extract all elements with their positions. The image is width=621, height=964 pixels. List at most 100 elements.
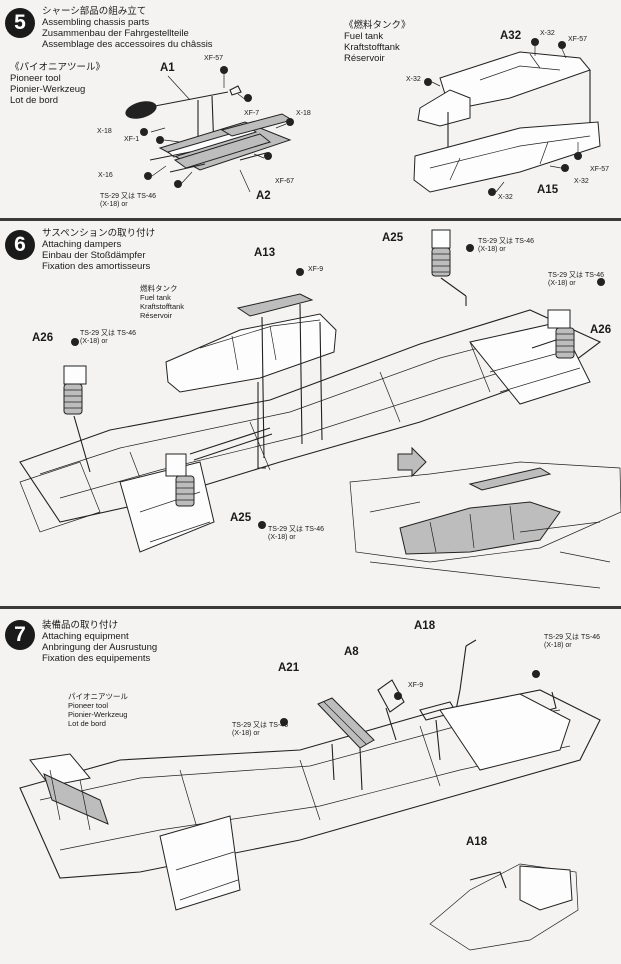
caption-ja: 燃料タンク [140,284,178,293]
fuel-tank-drawing [413,38,601,196]
paint-xf1: XF-1 [124,136,140,143]
caption-fr: Réservoir [344,53,385,64]
caption-de: Pionier-Werkzeug [68,710,128,719]
paint-xf9: XF-9 [308,266,324,273]
part-label-a15: A15 [537,184,559,196]
paint-x32: X-32 [540,30,555,37]
caption-ja: 《パイオニアツール》 [10,62,106,73]
step-divider [0,606,621,609]
zoom-arrow-icon [397,446,427,478]
or: or [253,730,260,737]
ts29: TS-29 [544,634,564,641]
paint-callout-ts29: TS-29 又は TS-46 (X-18) or [548,272,604,288]
ts29-alt: (X-18) [478,246,498,253]
caption-en: Fuel tank [140,293,171,302]
paint-xf9: XF-9 [408,682,424,689]
part-label-a21: A21 [278,662,300,674]
part-label-a25: A25 [382,232,404,244]
pioneer-tool-caption: パイオニアツール Pioneer tool Pionier-Werkzeug L… [68,692,128,728]
fuel-tank-caption: 《燃料タンク》 Fuel tank Kraftstofftank Réservo… [344,20,411,64]
paint-callout-ts29: TS-29 又は TS-46 (X-18) or [268,526,324,542]
title-ja: サスペンションの取り付け [42,228,156,239]
title-fr: Fixation des equipements [42,653,151,664]
ts-join: 又は [253,722,268,729]
title-fr: Fixation des amortisseurs [42,261,151,272]
ts46: TS-46 [514,238,535,245]
ts29-alt: (X-18) [100,201,120,208]
ts-join: 又は [289,526,304,533]
pioneer-tool-caption: 《パイオニアツール》 Pioneer tool Pionier-Werkzeug… [10,62,105,106]
ts46: TS-46 [116,330,137,337]
or: or [121,201,128,208]
ts29-alt: (X-18) [548,280,568,287]
ts-join: 又は [121,193,136,200]
step-6: 6 サスペンションの取り付け Attaching dampers Einbau … [0,222,621,606]
paint-x16: X-16 [98,172,113,179]
paint-x18: X-18 [296,110,311,117]
caption-de: Pionier-Werkzeug [10,84,86,95]
caption-fr: Lot de bord [68,719,106,728]
ts29-alt: (X-18) [268,534,288,541]
part-label-a1: A1 [160,62,175,74]
ts46: TS-46 [584,272,605,279]
shovel-blade-icon [125,101,157,119]
damper-a26-front [63,365,91,473]
step-number: 6 [5,230,35,260]
step-number: 5 [5,8,35,38]
paint-x18: X-18 [97,128,112,135]
caption-de: Kraftstofftank [140,302,185,311]
title-en: Assembling chassis parts [42,17,150,28]
detail-inset [349,461,621,563]
ts46: TS-46 [580,634,601,641]
ts-join: 又は [101,330,116,337]
part-label-a18: A18 [466,836,488,848]
part-label-a26: A26 [590,324,612,336]
caption-ja: パイオニアツール [68,692,128,701]
ts29: TS-29 [478,238,498,245]
ts29-alt: (X-18) [232,730,252,737]
title-en: Attaching equipment [42,631,129,642]
part-label-a25: A25 [230,512,252,524]
ts-join: 又は [569,272,584,279]
paint-xf57: XF-57 [204,55,224,62]
part-label-a32: A32 [500,30,522,42]
or: or [569,280,576,287]
paint-x32: X-32 [406,76,421,83]
ts29: TS-29 [232,722,252,729]
ts46: TS-46 [304,526,325,533]
caption-ja: 《燃料タンク》 [344,20,411,31]
caption-en: Pioneer tool [10,73,61,84]
damper-a26-rear [531,309,575,359]
step-5: 5 シャーシ部品の組み立て Assembling chassis parts Z… [0,0,621,218]
part-label-a18: A18 [414,620,436,632]
caption-fr: Réservoir [140,311,173,320]
paint-callout-ts29: TS-29 又は TS-46 (X-18) or [100,193,156,209]
detail-inset [429,863,579,951]
ts29: TS-29 [80,330,100,337]
paint-xf7: XF-7 [244,110,260,117]
ts-join: 又は [565,634,580,641]
paint-x32: X-32 [574,178,589,185]
equipment-drawing [19,639,601,951]
part-label-a26: A26 [32,332,54,344]
step-7: 7 装備品の取り付け Attaching equipment Anbringun… [0,610,621,964]
step-title: 装備品の取り付け Attaching equipment Anbringung … [42,620,157,664]
step-title: サスペンションの取り付け Attaching dampers Einbau de… [42,228,155,272]
caption-fr: Lot de bord [10,95,59,106]
caption-en: Pioneer tool [68,701,109,710]
title-de: Zusammenbau der Fahrgestellteile [42,28,189,39]
paint-callout-ts29: TS-29 又は TS-46 (X-18) or [478,238,534,254]
paint-x32: X-32 [498,194,513,201]
title-ja: 装備品の取り付け [42,620,119,631]
paint-callout-ts29: TS-29 又は TS-46 (X-18) or [232,722,288,738]
part-label-a2: A2 [256,190,271,202]
paint-xf67: XF-67 [275,178,295,185]
fuel-tank-caption: 燃料タンク Fuel tank Kraftstofftank Réservoir [140,284,184,320]
damper-a25-rear [431,229,467,306]
or: or [565,642,572,649]
part-label-a8: A8 [344,646,359,658]
ts29-alt: (X-18) [544,642,564,649]
ts29: TS-29 [100,193,120,200]
paint-callout-ts29: TS-29 又は TS-46 (X-18) or [544,634,600,650]
part-label-a13: A13 [254,247,276,259]
